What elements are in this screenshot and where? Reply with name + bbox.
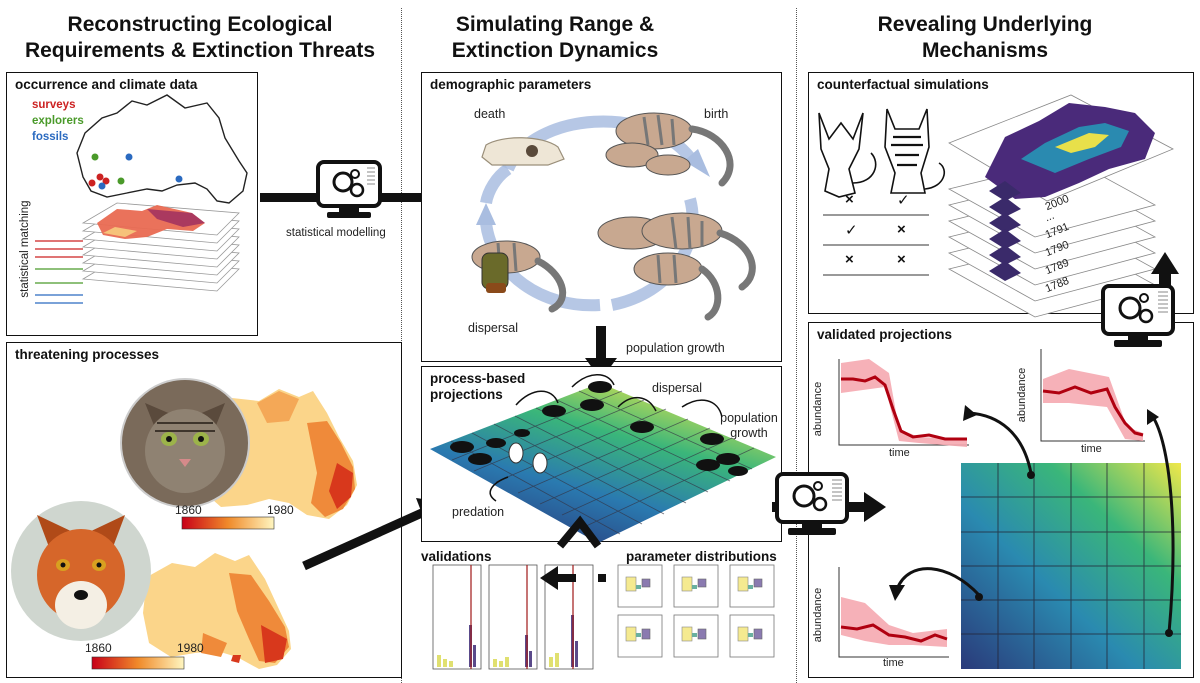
- legend-fossils: fossils: [32, 131, 69, 143]
- plot1-ylabel: abundance: [812, 381, 825, 437]
- row3-fox-mark: ×: [845, 251, 854, 268]
- row3-cat-mark: ×: [897, 251, 906, 268]
- australia-outline-map: [35, 94, 248, 304]
- fox-scale-min: 1860: [85, 641, 112, 655]
- validation-histograms: [432, 564, 594, 670]
- row1-fox-mark: ×: [845, 191, 854, 208]
- process-growth-label: population growth: [720, 411, 778, 440]
- right-column-title-text: Revealing Underlying Mechanisms: [877, 13, 1093, 62]
- occurrence-panel: occurrence and climate data surveys expl…: [6, 72, 258, 336]
- parameters-panel: parameter distributions: [606, 545, 782, 678]
- population-growth-label: population growth: [626, 341, 725, 355]
- row2-cat-mark: ×: [897, 221, 906, 238]
- validated-panel-title: validated projections: [817, 327, 953, 342]
- middle-column-title: Simulating Range & Extinction Dynamics: [440, 12, 670, 64]
- plot2-xlabel: time: [1081, 443, 1102, 455]
- row1-cat-mark: ✓: [897, 192, 910, 209]
- row2-fox-mark: ✓: [845, 222, 858, 239]
- threatening-panel-title: threatening processes: [15, 347, 160, 362]
- threat-maps: [11, 378, 357, 670]
- cat-scale-min: 1860: [175, 503, 202, 517]
- process-predation-label: predation: [452, 505, 505, 519]
- legend-surveys: surveys: [32, 99, 76, 111]
- counterfactual-panel-title: counterfactual simulations: [817, 77, 989, 92]
- computer-icon-middle: [774, 472, 850, 538]
- demographic-panel-title: demographic parameters: [430, 77, 592, 92]
- validations-panel: validations: [421, 545, 601, 678]
- demographic-panel: demographic parameters death birth dispe…: [421, 72, 782, 362]
- left-column-title: Reconstructing Ecological Requirements &…: [0, 12, 400, 64]
- process-panel: process-based projections dispersal popu…: [421, 366, 782, 543]
- computer-icon-left: [315, 160, 383, 220]
- parameter-boxplots: [617, 564, 775, 658]
- validations-panel-title: validations: [421, 549, 492, 564]
- plot3-xlabel: time: [883, 657, 904, 669]
- left-column-title-text: Reconstructing Ecological Requirements &…: [24, 13, 376, 62]
- cat-scale-max: 1980: [267, 503, 294, 517]
- occurrence-panel-title: occurrence and climate data: [15, 77, 198, 92]
- parameters-panel-title: parameter distributions: [626, 549, 777, 564]
- statistical-modelling-label: statistical modelling: [286, 227, 386, 239]
- right-column-title: Revealing Underlying Mechanisms: [865, 12, 1105, 64]
- threatening-panel: threatening processes: [6, 342, 402, 678]
- counterfactual-panel: counterfactual simulations: [808, 72, 1194, 318]
- column-separator-right: [796, 8, 797, 683]
- plot2-ylabel: abundance: [1016, 367, 1029, 423]
- death-label: death: [474, 107, 506, 121]
- fox-scale-max: 1980: [177, 641, 204, 655]
- process-panel-title: process-based projections: [430, 371, 526, 402]
- demographic-cycle: [471, 112, 756, 321]
- birth-label: birth: [704, 107, 729, 121]
- process-dispersal-label: dispersal: [652, 381, 703, 395]
- validated-graphics: [838, 349, 1181, 669]
- dispersal-label: dispersal: [468, 321, 519, 335]
- middle-column-title-text: Simulating Range & Extinction Dynamics: [451, 13, 659, 62]
- projection-grid: [430, 374, 776, 543]
- counterfactual-predators: [818, 94, 1174, 318]
- plot1-xlabel: time: [889, 447, 910, 459]
- plot3-ylabel: abundance: [812, 587, 825, 643]
- computer-icon-right: [1100, 284, 1176, 350]
- legend-explorers: explorers: [32, 115, 84, 127]
